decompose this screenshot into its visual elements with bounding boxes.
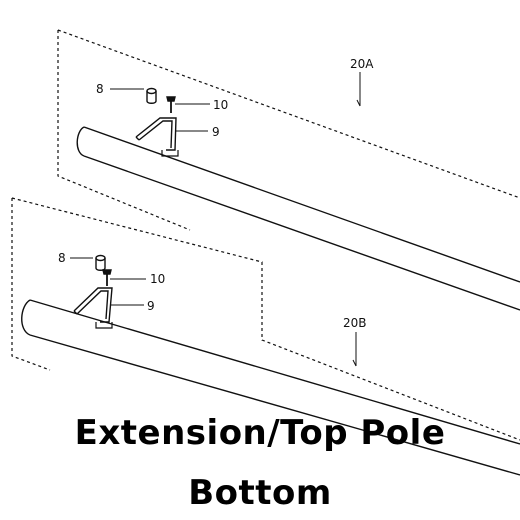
upper-dashed-outline [57, 29, 520, 231]
upper-assembly [57, 29, 520, 311]
upper-assembly-label: 20A [350, 57, 374, 71]
upper-bracket-label: 9 [212, 125, 220, 139]
upper-screw-label: 10 [213, 98, 228, 112]
caption-title: Extension/Top Pole [74, 413, 446, 453]
lower-screw-label: 10 [150, 272, 165, 286]
caption-subtitle: Bottom [188, 473, 332, 513]
upper-bracket [135, 117, 208, 157]
lower-dashed-outline [11, 197, 520, 441]
upper-cap [110, 87, 157, 104]
upper-cap-label: 8 [96, 82, 104, 96]
upper-screw [166, 96, 210, 113]
lower-assembly-label: 20B [343, 316, 367, 330]
lower-cap [70, 254, 106, 271]
lower-screw [102, 269, 146, 286]
lower-assembly [11, 197, 520, 476]
lower-bracket-label: 9 [147, 299, 155, 313]
lower-bracket [73, 287, 144, 329]
lower-cap-label: 8 [58, 251, 66, 265]
upper-pole [76, 126, 520, 311]
